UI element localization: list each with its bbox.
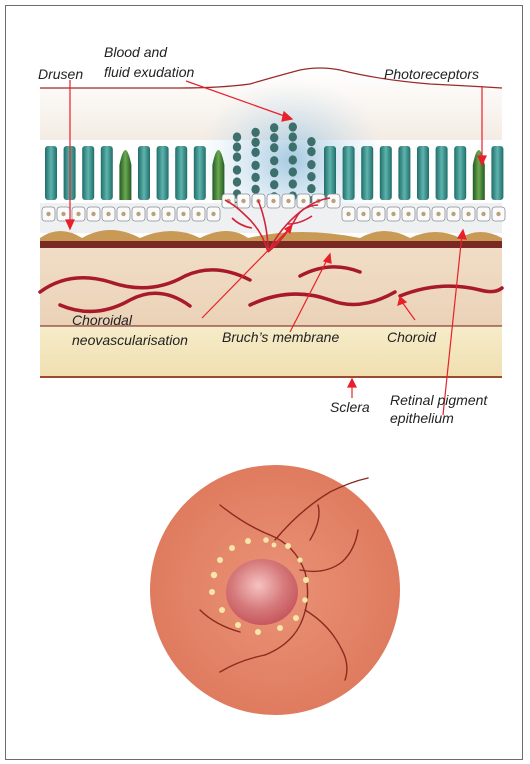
rpe-nucleus <box>196 212 200 216</box>
rpe-nucleus <box>151 212 155 216</box>
rod-cell <box>380 146 392 200</box>
cone-cell <box>119 150 131 200</box>
rod-cell <box>324 146 336 200</box>
rpe-nucleus <box>481 212 485 216</box>
rpe-nucleus <box>361 212 365 216</box>
rod-cell <box>194 146 206 200</box>
fundus-lesion <box>226 559 298 625</box>
rod-cell <box>398 146 410 200</box>
rpe-nucleus <box>166 212 170 216</box>
label-sclera: Sclera <box>330 399 370 415</box>
rod-cell <box>82 146 94 200</box>
rpe-nucleus <box>376 212 380 216</box>
rpe-nucleus <box>331 199 335 203</box>
rod-cell <box>436 146 448 200</box>
cone-cell <box>212 150 224 200</box>
rod-cell <box>491 146 503 200</box>
rpe-nucleus <box>391 212 395 216</box>
rod-cell <box>343 146 355 200</box>
label-cnv-line1: Choroidal <box>72 312 132 328</box>
rpe-nucleus <box>46 212 50 216</box>
rpe-nucleus <box>496 212 500 216</box>
rod-cell <box>157 146 169 200</box>
rod-cell <box>45 146 57 200</box>
label-drusen: Drusen <box>38 66 83 82</box>
rpe-nucleus <box>451 212 455 216</box>
rod-cell <box>361 146 373 200</box>
label-cnv-line2: neovascularisation <box>72 332 188 348</box>
label-choroid: Choroid <box>387 329 436 345</box>
rpe-nucleus <box>106 212 110 216</box>
rpe-nucleus <box>301 199 305 203</box>
label-photoreceptors: Photoreceptors <box>384 66 479 82</box>
label-rpe-line2: epithelium <box>390 410 454 426</box>
rpe-nucleus <box>346 212 350 216</box>
rpe-nucleus <box>136 212 140 216</box>
rpe-nucleus <box>91 212 95 216</box>
rpe-nucleus <box>286 199 290 203</box>
rpe-nucleus <box>241 199 245 203</box>
rpe-nucleus <box>76 212 80 216</box>
label-blood-line1: Blood and <box>104 44 167 60</box>
label-bruchs-membrane: Bruch’s membrane <box>222 329 339 345</box>
label-blood-line2: fluid exudation <box>104 64 194 80</box>
label-rpe-line1: Retinal pigment <box>390 392 487 408</box>
rod-cell <box>454 146 466 200</box>
rpe-nucleus <box>211 212 215 216</box>
rpe-nucleus <box>271 199 275 203</box>
rpe-nucleus <box>181 212 185 216</box>
rpe-nucleus <box>436 212 440 216</box>
rod-cell <box>175 146 187 200</box>
rpe-nucleus <box>466 212 470 216</box>
rpe-nucleus <box>406 212 410 216</box>
rpe-nucleus <box>421 212 425 216</box>
rod-cell <box>101 146 113 200</box>
rpe-nucleus <box>121 212 125 216</box>
rod-cell <box>138 146 150 200</box>
rpe-nucleus <box>61 212 65 216</box>
rod-cell <box>417 146 429 200</box>
